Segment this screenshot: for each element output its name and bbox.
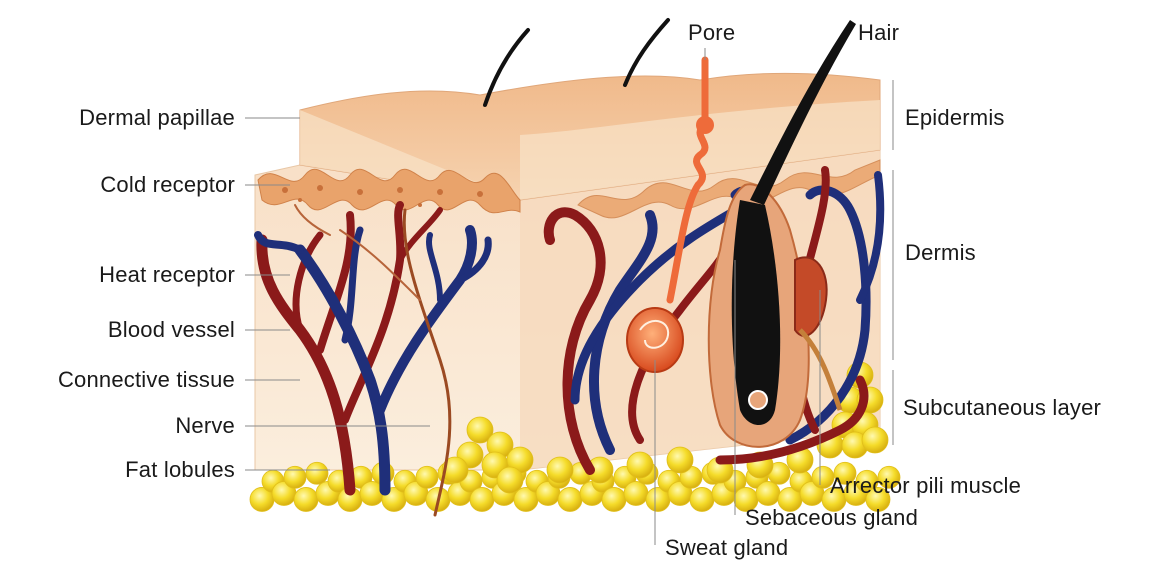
label-nerve: Nerve xyxy=(20,413,235,439)
label-epidermis: Epidermis xyxy=(905,105,1005,131)
label-blood-vessel: Blood vessel xyxy=(20,317,235,343)
label-dermis: Dermis xyxy=(905,240,976,266)
fat-lobule xyxy=(294,487,318,511)
label-fat-lobules: Fat lobules xyxy=(20,457,235,483)
fat-lobule xyxy=(862,427,888,453)
fat-lobule xyxy=(470,487,494,511)
pore-opening xyxy=(696,116,714,134)
fat-lobule xyxy=(602,487,626,511)
fat-lobule xyxy=(416,466,438,488)
fat-lobule xyxy=(558,487,582,511)
label-arrector-pili-muscle: Arrector pili muscle xyxy=(830,473,1021,499)
label-connective-tissue: Connective tissue xyxy=(0,367,235,393)
label-sweat-gland: Sweat gland xyxy=(665,535,788,561)
fat-lobule xyxy=(547,457,573,483)
label-dermal-papillae: Dermal papillae xyxy=(20,105,235,131)
label-cold-receptor: Cold receptor xyxy=(20,172,235,198)
fat-lobule xyxy=(667,447,693,473)
label-sebaceous-gland: Sebaceous gland xyxy=(745,505,918,531)
label-pore: Pore xyxy=(688,20,735,46)
fat-lobule xyxy=(497,467,523,493)
label-hair: Hair xyxy=(858,20,899,46)
fat-lobule xyxy=(627,452,653,478)
fat-lobule xyxy=(624,481,648,505)
label-heat-receptor: Heat receptor xyxy=(20,262,235,288)
fat-lobule xyxy=(690,487,714,511)
fat-lobule xyxy=(306,462,328,484)
hair-bulb-papilla xyxy=(749,391,767,409)
label-subcutaneous-layer: Subcutaneous layer xyxy=(903,395,1101,421)
fat-lobule xyxy=(756,481,780,505)
surface-hair-2 xyxy=(625,20,668,85)
